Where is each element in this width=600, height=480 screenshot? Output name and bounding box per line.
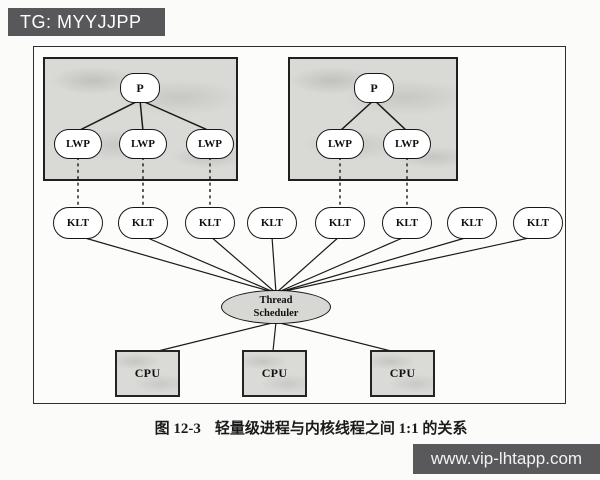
klt-node: KLT	[315, 207, 365, 239]
lwp-node: LWP	[186, 129, 234, 159]
source-tag-banner: TG: MYYJJPP	[8, 8, 165, 36]
cpu-box: CPU	[370, 350, 435, 397]
lwp-node: LWP	[54, 129, 102, 159]
figure-caption-text: 轻量级进程与内核线程之间 1:1 的关系	[214, 421, 468, 437]
thread-scheduler-node: Thread Scheduler	[221, 290, 331, 324]
process-node: P	[354, 73, 394, 103]
klt-node: KLT	[382, 207, 432, 239]
figure-caption: 图 12-3 轻量级进程与内核线程之间 1:1 的关系	[33, 417, 567, 438]
figure-number: 图 12-3	[154, 421, 201, 437]
klt-node: KLT	[53, 207, 103, 239]
scheduler-label-line2: Scheduler	[253, 308, 299, 319]
cpu-box: CPU	[242, 350, 307, 397]
watermark-url: www.vip-lhtapp.com	[413, 444, 600, 474]
process-node: P	[120, 73, 160, 103]
klt-node: KLT	[247, 207, 297, 239]
klt-node: KLT	[185, 207, 235, 239]
klt-node: KLT	[447, 207, 497, 239]
klt-node: KLT	[513, 207, 563, 239]
scheduler-label-line1: Thread	[259, 294, 293, 306]
lwp-node: LWP	[383, 129, 431, 159]
lwp-node: LWP	[316, 129, 364, 159]
cpu-box: CPU	[115, 350, 180, 397]
klt-node: KLT	[118, 207, 168, 239]
lwp-node: LWP	[119, 129, 167, 159]
